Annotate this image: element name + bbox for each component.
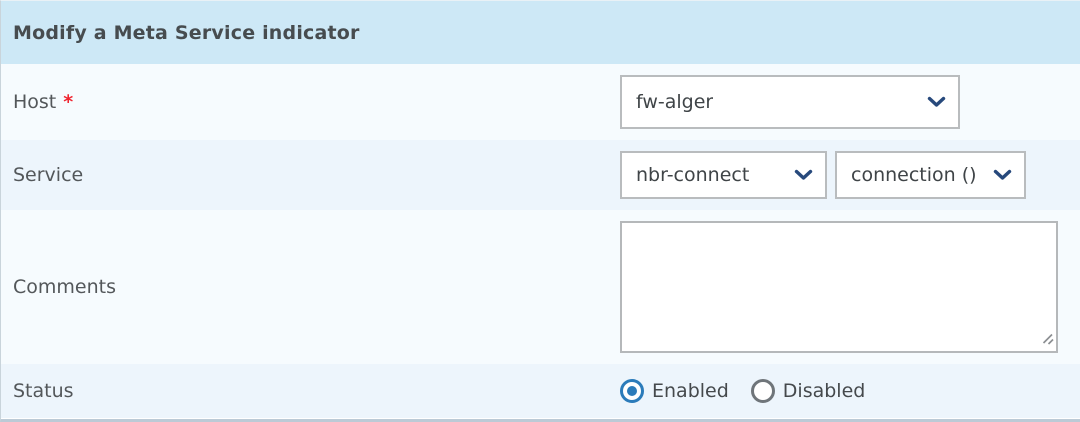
metric-select-value: connection () (851, 164, 977, 186)
status-field-cell: Enabled Disabled (620, 364, 1080, 418)
host-label: Host (13, 91, 57, 113)
service-field-cell: nbr-connect connection () (620, 140, 1080, 210)
host-label-cell: Host * (1, 64, 620, 140)
radio-option-disabled[interactable]: Disabled (750, 379, 866, 403)
comments-label: Comments (13, 276, 116, 298)
service-label: Service (13, 164, 84, 186)
status-label-cell: Status (1, 364, 620, 418)
service-select-value: nbr-connect (636, 164, 750, 186)
host-select-value: fw-alger (636, 91, 714, 113)
page-title: Modify a Meta Service indicator (13, 21, 360, 44)
chevron-down-icon (993, 169, 1012, 181)
radio-option-enabled[interactable]: Enabled (620, 379, 729, 403)
required-asterisk: * (63, 91, 74, 113)
comments-field-cell (620, 210, 1080, 364)
comments-textarea[interactable] (620, 221, 1058, 353)
radio-disabled-label: Disabled (782, 380, 866, 402)
comments-textarea-wrap (620, 221, 1058, 353)
radio-selected-icon (620, 379, 644, 403)
host-field-cell: fw-alger (620, 64, 1080, 140)
chevron-down-icon (794, 169, 813, 181)
status-radio-group: Enabled Disabled (620, 379, 887, 403)
form-row-service: Service nbr-connect connection () (1, 140, 1080, 210)
form-row-comments: Comments (1, 210, 1080, 364)
status-label: Status (13, 380, 74, 402)
service-select[interactable]: nbr-connect (620, 151, 827, 199)
service-label-cell: Service (1, 140, 620, 210)
radio-enabled-label: Enabled (652, 380, 729, 402)
form-row-host: Host * fw-alger (1, 64, 1080, 140)
form-row-status: Status Enabled Disabled (1, 364, 1080, 418)
host-select[interactable]: fw-alger (620, 75, 960, 129)
chevron-down-icon (927, 96, 946, 108)
form-header: Modify a Meta Service indicator (1, 1, 1080, 64)
metric-select[interactable]: connection () (835, 151, 1026, 199)
comments-label-cell: Comments (1, 210, 620, 364)
radio-unselected-icon (750, 379, 775, 403)
